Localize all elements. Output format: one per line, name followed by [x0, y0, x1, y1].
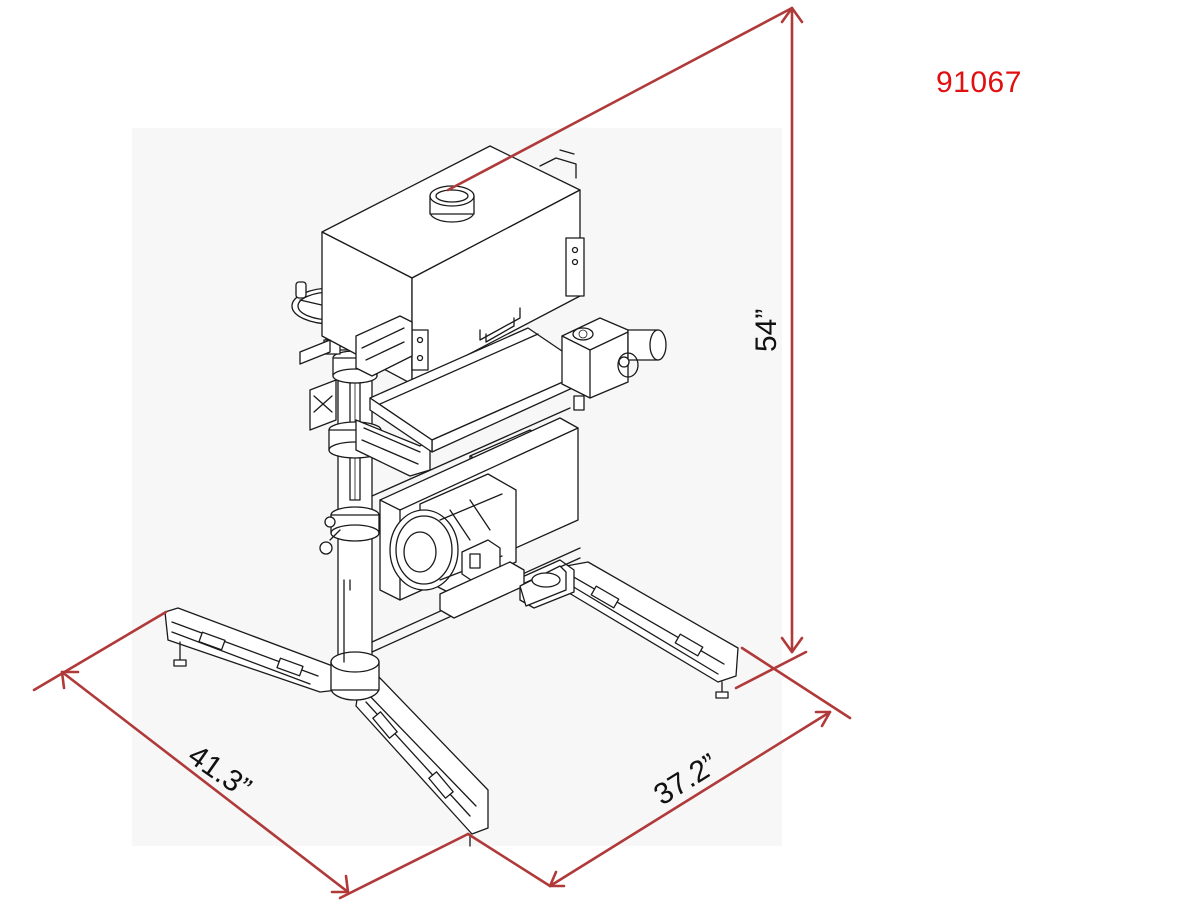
- drive-motor: [389, 473, 567, 619]
- model-number: 91067: [936, 66, 1022, 99]
- head-housing: [321, 145, 585, 385]
- dimension-depth: [32, 610, 470, 900]
- machine-illustration: [164, 145, 739, 847]
- height-dimension-label: 54”: [750, 309, 783, 352]
- feed-motor: [561, 317, 667, 399]
- dimension-height: [446, 6, 808, 690]
- base-legs: [164, 559, 739, 847]
- work-table: [369, 327, 591, 453]
- support-arms: [299, 315, 431, 477]
- dimension-width: [466, 646, 852, 888]
